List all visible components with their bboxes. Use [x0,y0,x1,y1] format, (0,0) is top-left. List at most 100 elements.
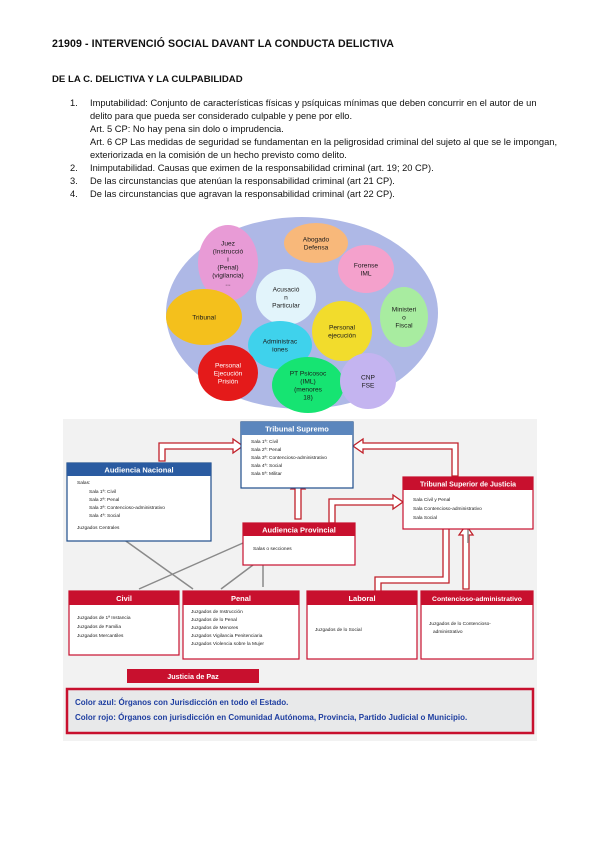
list-item: Sala 2ª: Penal [251,447,281,453]
list-item: Sala 5ª: Militar [251,471,282,477]
list-item: Juzgados Centrales [77,525,120,531]
list-item: Sala 3ª: Contencioso-administrativo [89,505,165,511]
list-item: Juzgados de lo Penal [191,617,237,623]
actor-circle-label: PT Psicosoc [290,371,327,378]
list-number: 4. [70,189,78,199]
arrow-contencioso-superior [457,523,475,590]
contencioso-title: Contencioso-administrativo [432,596,522,603]
list-text: Art. 6 CP Las medidas de seguridad se fu… [90,137,558,160]
actor-circle-shape [340,353,396,409]
list-item: Sala 2ª: Penal [89,497,119,503]
actor-circle-shape [272,357,344,413]
actor-circle-label: Prisión [218,379,238,386]
tribunal-supremo-items: Sala 1ª: Civil Sala 2ª: Penal Sala 3ª: C… [251,439,327,477]
actor-circle-label: n [284,295,288,302]
salas-label: Salas: [77,480,90,486]
audiencia-provincial-box: Audiencia Provincial Salas o secciones [242,522,356,566]
line-penal-nacional [122,538,194,590]
list-text: De las circunstancias que atenúan la res… [90,176,395,186]
contencioso-items: Juzgados de lo Contencioso- administrati… [429,621,491,635]
tribunal-supremo-box: Tribunal Supremo Sala 1ª: Civil Sala 2ª:… [240,421,354,489]
list-item: Sala 3ª: Contencioso-administrativo [251,455,327,461]
list-item: 2. Inimputabilidad. Causas que eximen de… [70,162,560,175]
actor-circle-label: Fiscal [395,323,413,330]
legend: Color azul: Órganos con Jurisdicción en … [65,687,535,735]
civil-items: Juzgados de 1ª Instancia Juzgados de Fam… [77,615,131,639]
document-title: 21909 - INTERVENCIÓ SOCIAL DAVANT LA CON… [52,38,394,50]
tribunal-supremo-title: Tribunal Supremo [265,425,329,434]
laboral-title: Laboral [348,594,375,603]
audiencia-nacional-items: Salas: Sala 1ª: Civil Sala 2ª: Penal Sal… [77,480,165,531]
tribunal-superior-items: Sala Civil y Penal Sala Contencioso-admi… [413,497,482,521]
actor-circle-label: (Penal) [217,265,238,272]
actor-circle: Juez(Instrucciói(Penal)(vigilancia)... [198,225,258,301]
justicia-paz-title: Justicia de Paz [167,672,219,681]
actor-circle-label: (IML) [300,379,315,386]
legend-red: Color rojo: Órganos con jurisdicción en … [75,713,467,722]
legend-blue: Color azul: Órganos con Jurisdicción en … [75,698,288,707]
tribunal-superior-box: Tribunal Superior de Justicia Sala Civil… [402,476,534,530]
civil-title: Civil [116,594,132,603]
content-list: 1. Imputabilidad: Conjunto de caracterís… [70,97,560,201]
actor-circle-label: CNP [361,375,376,382]
actor-circle-label: Abogado [303,237,330,244]
list-item: Juzgados Violencia sobre la Mujer [191,641,264,647]
actor-circle-shape [256,269,316,325]
actor-circle-label: Defensa [304,245,329,252]
list-item: Sala Civil y Penal [413,497,450,503]
list-item: Sala 1ª: Civil [251,439,278,445]
actor-circle-label: o [402,315,406,322]
arrow-superior-supremo [351,437,459,477]
audiencia-nacional-title: Audiencia Nacional [104,466,173,475]
list-item: Juzgados de lo Social [315,627,362,633]
actor-circle-label: Personal [329,325,356,332]
line-penal-provincial [220,564,254,590]
actor-circle-label: Particular [272,303,301,310]
actor-circle-label: 18) [303,395,313,402]
arrow-nacional-supremo [158,437,245,462]
list-item: 1. Imputabilidad: Conjunto de caracterís… [70,97,560,162]
laboral-box: Laboral Juzgados de lo Social [306,590,418,660]
list-number: 2. [70,163,78,173]
actor-circle-label: ... [225,281,231,288]
actor-circle-shape [338,245,394,293]
list-number: 3. [70,176,78,186]
list-item: Sala Contencioso-administrativo [413,506,482,512]
line-civil-provincial [138,542,244,590]
penal-items: Juzgados de Instrucción Juzgados de lo P… [191,609,264,647]
connector-arrows [158,437,475,596]
actor-circle-label: Ejecución [214,371,243,378]
actor-circle-label: ejecución [328,333,356,340]
audiencia-provincial-title: Audiencia Provincial [262,526,336,535]
actor-circle-shape [198,345,258,401]
actor-circle-label: i [227,257,229,264]
list-item: Sala 4ª: Social [89,513,120,519]
list-item: Juzgados de Instrucción [191,609,243,615]
list-text: De las circunstancias que agravan la res… [90,189,395,199]
list-item: Juzgados de Familia [77,624,121,630]
tribunal-superior-title: Tribunal Superior de Justicia [420,482,516,489]
actor-circle-label: (menores [294,387,323,394]
actor-circle-shape [284,223,348,263]
actor-circle-label: iones [272,347,288,354]
list-item: administrativo [433,629,463,635]
actor-circle-label: (vigilancia) [212,273,244,280]
actor-circle-shape [248,321,312,369]
list-item: 4. De las circunstancias que agravan la … [70,188,560,201]
actor-circle-shape [312,301,372,361]
connector-lines [122,529,469,590]
list-text: Imputabilidad: Conjunto de característic… [90,98,537,121]
list-item: Juzgados Mercantiles [77,633,124,639]
actor-circle-shape [198,225,258,301]
actor-circle-label: Ministeri [392,307,417,314]
actor-circle-label: IML [361,271,372,278]
list-item: 3. De las circunstancias que atenúan la … [70,175,560,188]
